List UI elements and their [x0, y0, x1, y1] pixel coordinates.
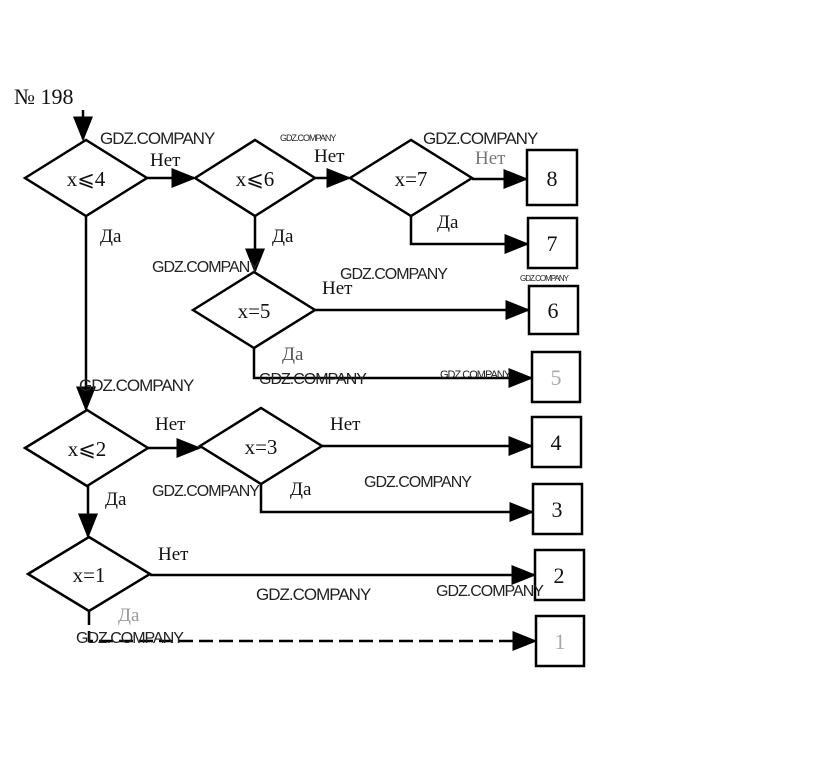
- svg-text:x=1: x=1: [73, 563, 106, 587]
- arrow-d6-b3: [259, 484, 535, 522]
- svg-text:8: 8: [547, 166, 558, 191]
- watermark: GDZ.COMPANY: [340, 266, 448, 283]
- svg-text:1: 1: [555, 629, 566, 654]
- watermark: GDZ.COMPANY: [440, 369, 512, 381]
- watermark: GDZ.COMPANY: [280, 133, 336, 143]
- no-label: Нет: [314, 146, 345, 167]
- decision-x-le-2: x⩽2: [22, 408, 151, 488]
- decision-x-le-6: x⩽6: [192, 138, 318, 218]
- no-label: Нет: [322, 278, 353, 299]
- watermark: GDZ.COMPANY: [436, 583, 544, 600]
- output-box-2: 2: [533, 548, 586, 602]
- watermarks: GDZ.COMPANY GDZ.COMPANY GDZ.COMPANY GDZ.…: [76, 129, 571, 647]
- watermark: GDZ.COMPANY: [520, 274, 570, 283]
- no-label: Нет: [155, 414, 186, 435]
- watermark: GDZ.COMPANY: [364, 474, 472, 491]
- yes-label: Да: [118, 605, 140, 626]
- output-box-8: 8: [525, 148, 579, 207]
- svg-text:x⩽6: x⩽6: [236, 167, 275, 191]
- output-box-7: 7: [526, 216, 579, 270]
- arrow-d7-b1: [87, 611, 538, 651]
- watermark: GDZ.COMPANY: [76, 630, 184, 647]
- output-box-1: 1: [534, 614, 586, 668]
- svg-text:x⩽2: x⩽2: [68, 437, 107, 461]
- connectors: [73, 110, 538, 651]
- svg-text:7: 7: [547, 231, 558, 256]
- decision-x-eq-7: x=7: [347, 138, 475, 218]
- watermark: GDZ.COMPANY: [259, 371, 367, 388]
- no-label: Нет: [150, 150, 181, 171]
- svg-text:5: 5: [551, 365, 562, 390]
- svg-text:6: 6: [548, 298, 559, 323]
- output-box-6: 6: [527, 284, 580, 336]
- watermark: GDZ.COMPANY: [152, 483, 260, 500]
- yes-label: Да: [290, 479, 312, 500]
- svg-text:x=3: x=3: [245, 435, 278, 459]
- watermark: GDZ.COMPANY: [152, 259, 260, 276]
- watermark: GDZ.COMPANY: [256, 585, 371, 604]
- no-label: Нет: [158, 544, 189, 565]
- decision-x-le-4: x⩽4: [22, 138, 150, 218]
- svg-text:4: 4: [551, 430, 562, 455]
- problem-number: № 198: [14, 84, 74, 109]
- output-box-5: 5: [530, 350, 582, 404]
- decision-x-eq-3: x=3: [197, 406, 325, 486]
- decision-x-eq-5: x=5: [190, 270, 318, 350]
- yes-label: Да: [105, 489, 127, 510]
- arrow-d4-b5: [252, 348, 534, 388]
- svg-text:x=5: x=5: [238, 299, 271, 323]
- svg-text:2: 2: [554, 563, 565, 588]
- yes-label: Да: [100, 226, 122, 247]
- yes-label: Да: [272, 226, 294, 247]
- branch-labels: Нет Нет Нет Да Да Да Нет Да Нет Нет Да Д…: [100, 146, 506, 626]
- output-box-4: 4: [530, 415, 583, 469]
- output-box-3: 3: [531, 482, 584, 536]
- watermark: GDZ.COMPANY: [79, 376, 194, 395]
- svg-text:x⩽4: x⩽4: [67, 167, 106, 191]
- svg-text:3: 3: [552, 497, 563, 522]
- no-label: Нет: [475, 148, 506, 169]
- yes-label: Да: [282, 344, 304, 365]
- no-label: Нет: [330, 414, 361, 435]
- watermark: GDZ.COMPANY: [100, 129, 215, 148]
- decision-x-eq-1: x=1: [25, 535, 153, 613]
- svg-text:x=7: x=7: [395, 167, 428, 191]
- yes-label: Да: [437, 212, 459, 233]
- watermark: GDZ.COMPANY: [423, 129, 538, 148]
- arrow-d3-b7: [409, 216, 530, 254]
